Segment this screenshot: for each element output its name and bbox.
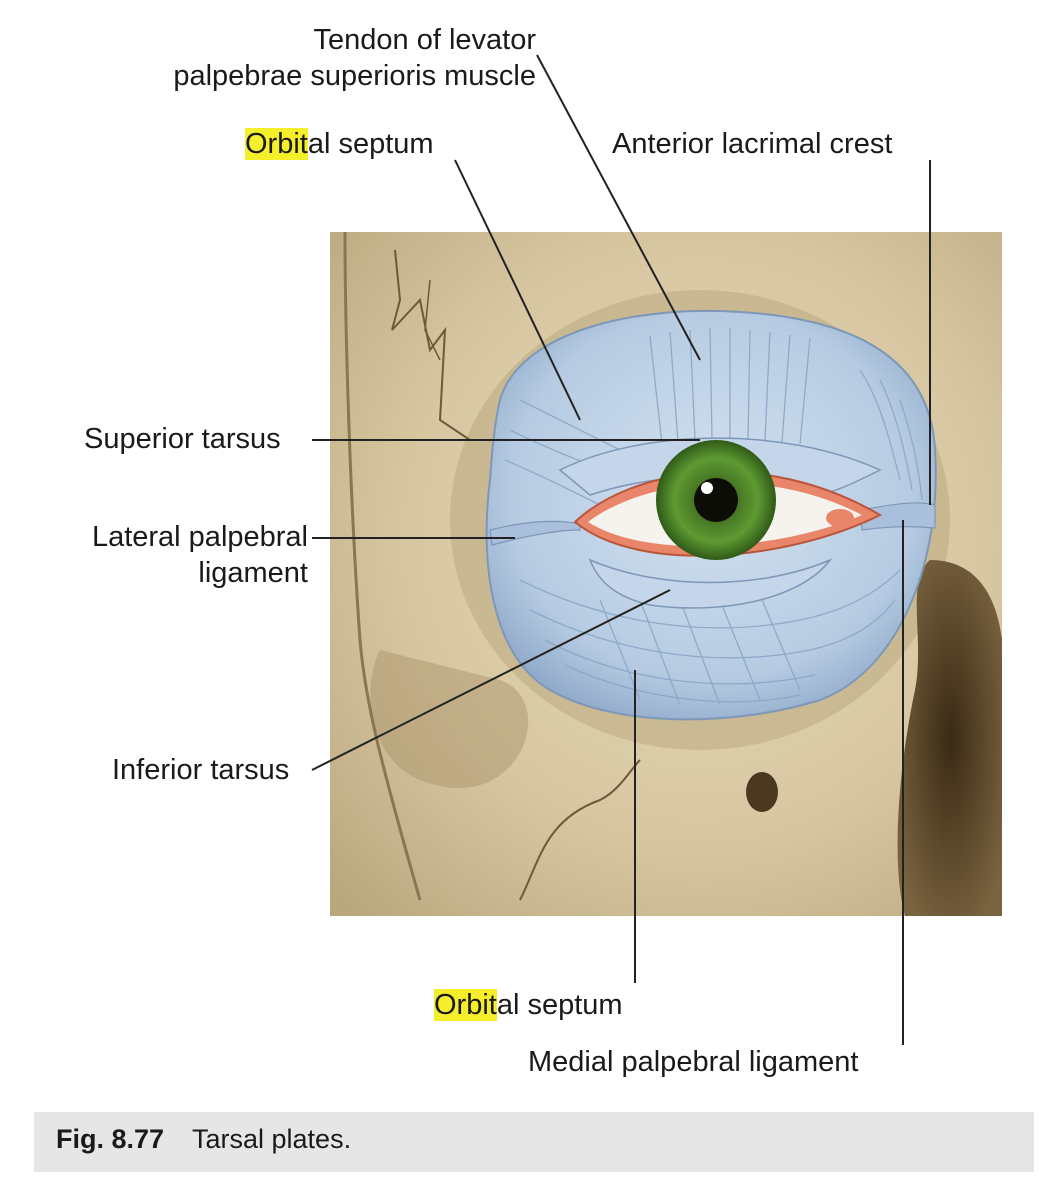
label-orbital-septum-top: Orbital septum [245,126,434,162]
label-tendon-levator-line2: palpebrae superioris muscle [173,60,536,92]
leader-lines [311,54,931,1045]
label-lateral-palpebral-line2: ligament [198,557,308,589]
label-anterior-lacrimal-crest: Anterior lacrimal crest [612,128,893,160]
caption-text: Tarsal plates. [192,1124,352,1154]
highlight-orbit: Orbit [434,989,497,1021]
figure-caption: Fig. 8.77 Tarsal plates. [34,1112,1034,1172]
label-orbital-septum-bottom-rest: al septum [496,989,623,1021]
label-superior-tarsus: Superior tarsus [84,423,281,455]
label-medial-palpebral-ligament: Medial palpebral ligament [528,1046,859,1078]
eye [573,440,883,560]
label-lateral-palpebral-ligament: Lateral palpebral ligament [40,519,308,591]
label-lateral-palpebral-line1: Lateral palpebral [91,521,308,553]
label-inferior-tarsus: Inferior tarsus [112,754,290,786]
label-tendon-levator-line1: Tendon of levator [313,24,536,56]
highlight-orbit: Orbit [245,128,308,160]
caption-number: Fig. 8.77 [56,1124,165,1154]
label-orbital-septum-bottom: Orbital septum [434,987,623,1023]
label-orbital-septum-top-rest: al septum [307,128,434,160]
label-tendon-levator: Tendon of levator palpebrae superioris m… [122,22,536,94]
